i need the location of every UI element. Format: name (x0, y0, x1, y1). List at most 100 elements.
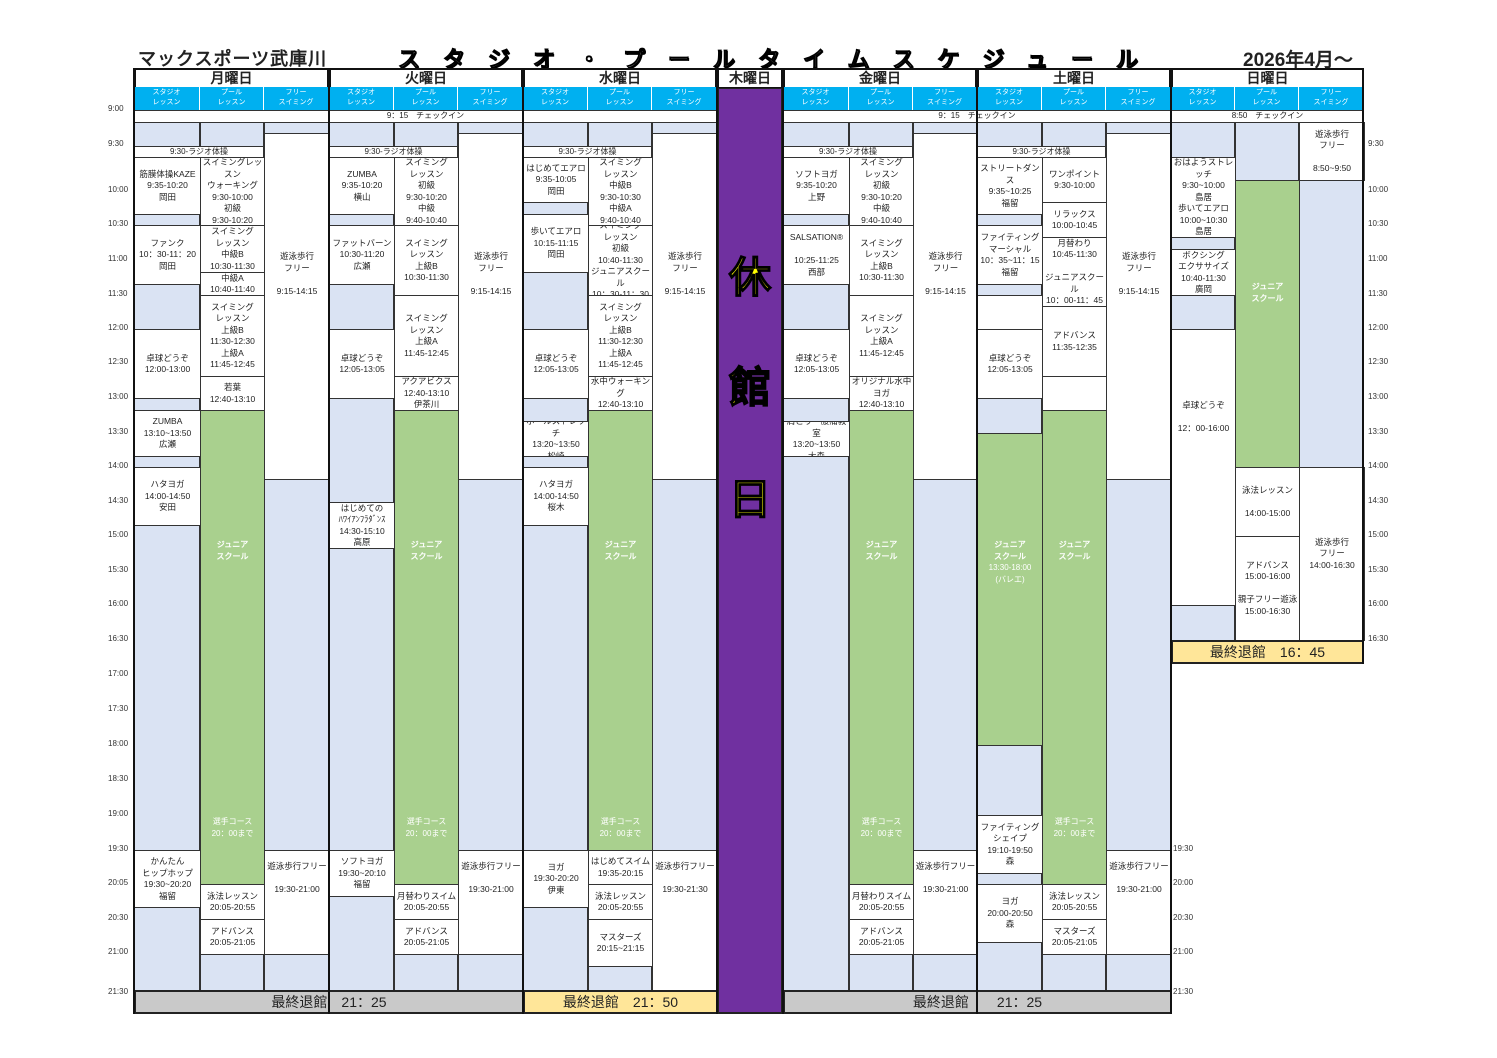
time-label: 20:05 (108, 878, 129, 887)
column-type-header: プール レッスン (1042, 87, 1106, 110)
class-block: 水中ウォーキング 12:40-13:10 (588, 376, 653, 411)
column-type-header: スタジオ レッスン (977, 87, 1042, 110)
time-label: 9:30 (1368, 139, 1384, 148)
class-block: ハタヨガ 14:00-14:50 桜木 (523, 467, 589, 526)
day-divider (1170, 68, 1172, 1014)
class-block: ワンポイント 9:30-10:00 (1042, 157, 1107, 203)
junior-school-note: 選手コース 20：00まで (211, 817, 254, 838)
class-block: ZUMBA 9:35-10:20 横山 (329, 157, 395, 215)
class-block: ヨガ 20:00-20:50 森 (977, 884, 1043, 943)
time-label: 12:00 (108, 323, 129, 332)
checkin-bar: 9：15 チェックイン (134, 110, 717, 123)
class-block: ハタヨガ 14:00-14:50 安田 (134, 467, 201, 526)
time-label: 20:30 (108, 913, 129, 922)
time-label: 14:30 (108, 496, 129, 505)
class-block: 卓球どうぞ 12:05-13:05 (523, 329, 589, 399)
junior-school-label: ジュニア スクール (216, 540, 249, 561)
class-block: 遊泳歩行 フリー 9:15-14:15 (652, 133, 718, 480)
class-block: スイミング レッスン 上級B 11:30-12:30 上級A 11:45-12:… (588, 295, 653, 377)
time-label: 19:00 (108, 809, 129, 818)
junior-school-note: 選手コース 20：00まで (1053, 817, 1096, 838)
class-block: 遊泳歩行フリー 19:30-21:00 (458, 850, 524, 955)
closed-char: 休 (728, 253, 772, 302)
time-label: 10:00 (108, 185, 129, 194)
junior-school-label: ジュニア スクール (1058, 540, 1091, 561)
class-block: 中級A 10:40-11:40 (200, 272, 265, 296)
class-block: スイミング レッスン 上級B 11:30-12:30 上級A 11:45-12:… (200, 295, 265, 377)
junior-school-block: ジュニア スクール選手コース 20：00まで (1042, 410, 1107, 885)
time-label: 9:00 (108, 104, 124, 113)
time-label: 13:30 (1368, 427, 1389, 436)
day-divider (133, 68, 135, 1014)
time-label: 10:30 (1368, 219, 1389, 228)
class-block: スイミング レッスン 中級B 10:30-11:30 (200, 225, 265, 273)
checkin-bar: 8:50 チェックイン (1171, 110, 1364, 123)
class-block: 月替わりスイム 20:05-20:55 (849, 884, 914, 920)
class-block: 遊泳歩行フリー 19:30-21:30 (652, 850, 718, 991)
class-block: はじめての ﾊﾜｲｱﾝﾌﾗﾀﾞﾝｽ 14:30-15:10 高原 (329, 502, 395, 549)
time-label: 10:00 (1368, 185, 1389, 194)
class-block: スイミングレッスン ウォーキング 9:30-10:00 初級 9:30-10:2… (200, 157, 265, 226)
class-block: 遊泳歩行 フリー 9:15-14:15 (913, 133, 978, 480)
time-label: 16:30 (108, 634, 129, 643)
class-block: 月替わりスイム 20:05-20:55 (394, 884, 459, 920)
empty-slot (977, 295, 1043, 330)
time-label: 14:00 (1368, 461, 1389, 470)
day-header-monday: 月曜日 (134, 68, 329, 88)
time-label: 20:00 (1173, 878, 1194, 887)
class-block: 歩いてエアロ 10:15-11:15 岡田 (523, 214, 589, 273)
time-label: 19:30 (108, 844, 129, 853)
final-exit-bar: 最終退館 21：50 (523, 990, 718, 1014)
time-label: 20:30 (1173, 913, 1194, 922)
class-block: SALSATION® 10:25-11:25 西部 (783, 225, 850, 285)
facility-name: マックスポーツ武庫川 (138, 49, 328, 69)
time-label: 11:30 (108, 289, 128, 298)
class-block: ストリートダンス 9:35~10:25 福留 (977, 157, 1043, 215)
class-block: スイミング レッスン 初級 10:40-11:30 ジュニアスクール 10：30… (588, 225, 653, 296)
time-label: 11:00 (108, 254, 128, 263)
class-block: 遊泳歩行 フリー 9:15-14:15 (264, 133, 330, 480)
class-block: スイミング レッスン 上級A 11:45-12:45 (394, 295, 459, 377)
class-block: かんたん ヒップホップ 19:30~20:20 福留 (134, 850, 201, 908)
class-block: ファイティング マーシャル 10：35~11：15 福留 (977, 225, 1043, 285)
junior-school-note: 選手コース 20：00まで (860, 817, 903, 838)
class-block: ファットバーン 10:30-11:20 広瀬 (329, 225, 395, 285)
class-block: アドバンス 20:05-21:05 (200, 919, 265, 955)
column-type-header: プール レッスン (1235, 87, 1299, 110)
junior-school-label: ジュニア スクール (994, 540, 1026, 561)
junior-school-note: 選手コース 20：00まで (599, 817, 642, 838)
class-block: アドバンス 20:05-21:05 (849, 919, 914, 955)
class-block: 泳法レッスン 20:05-20:55 (1042, 884, 1107, 920)
time-label: 15:30 (108, 565, 129, 574)
day-divider (782, 68, 784, 1014)
empty-slot (1042, 376, 1107, 411)
time-label: 14:30 (1368, 496, 1389, 505)
time-label: 15:30 (1368, 565, 1389, 574)
column-type-header: フリー スイミング (264, 87, 329, 110)
time-label: 13:00 (108, 392, 129, 401)
column-type-header: フリー スイミング (652, 87, 717, 110)
class-block: 遊泳歩行フリー 19:30-21:00 (264, 850, 330, 955)
column-type-header: スタジオ レッスン (523, 87, 588, 110)
time-label: 12:30 (108, 357, 129, 366)
class-block: スイミング レッスン 初級 9:30-10:20 中級 9:40-10:40 (849, 157, 914, 226)
time-label: 12:30 (1368, 357, 1389, 366)
class-block: アドバンス 20:05-21:05 (394, 919, 459, 955)
class-block: ポールストレッチ 13:20~13:50 松崎 (523, 421, 589, 457)
class-block: アドバンス 15:00-16:00 親子フリー遊泳 15:00-16:30 (1235, 536, 1300, 641)
class-block: スイミング レッスン 初級 9:30-10:20 中級 9:40-10:40 (394, 157, 459, 226)
class-block: 遊泳歩行 フリー 8:50~9:50 (1299, 122, 1365, 181)
class-block: 月替わり 10:45-11:30 ジュニアスクール 10：00-11：45 (1042, 237, 1107, 307)
class-block: はじめてスイム 19:35-20:15 (588, 850, 653, 885)
junior-school-block: ジュニア スクール (1235, 180, 1300, 468)
column-type-header: フリー スイミング (458, 87, 523, 110)
column-type-header: プール レッスン (588, 87, 652, 110)
closed-char: 館 (728, 363, 772, 412)
class-block: 遊泳歩行フリー 19:30-21:00 (1106, 850, 1172, 955)
junior-school-block: ジュニア スクール選手コース 20：00まで (588, 410, 653, 851)
time-label: 16:00 (108, 599, 129, 608)
class-block: ボクシング エクササイズ 10:40-11:30 廣岡 (1171, 249, 1236, 296)
junior-school-block: ジュニア スクール選手コース 20：00まで (849, 410, 914, 885)
class-block: 泳法レッスン 14:00-15:00 (1235, 467, 1300, 537)
